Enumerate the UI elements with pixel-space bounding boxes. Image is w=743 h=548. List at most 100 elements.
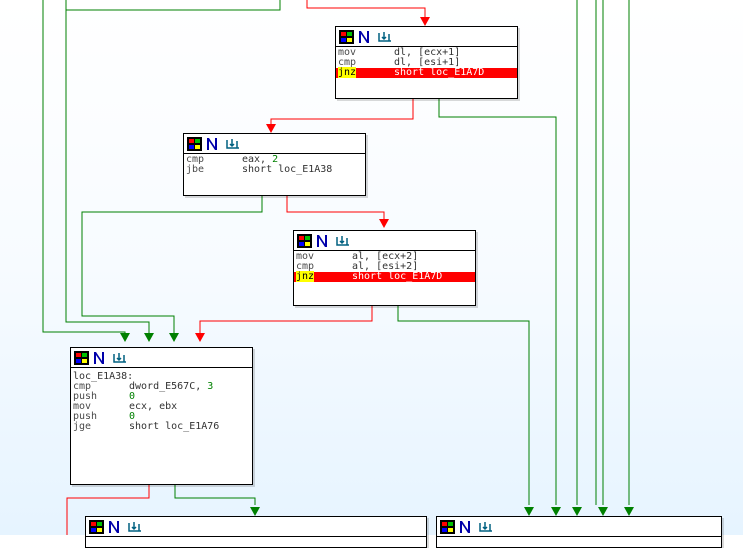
- edge-n1-to-right: [438, 97, 557, 505]
- instruction-row[interactable]: jnz short loc_E1A7D: [294, 271, 475, 282]
- n-rename-icon[interactable]: [459, 520, 474, 534]
- instruction-row[interactable]: push 0: [71, 392, 252, 402]
- edge-n2-to-n3: [286, 194, 385, 224]
- edge-left-inner-down: [65, 10, 150, 338]
- edge-left-inner: [65, 0, 281, 11]
- node-label[interactable]: loc_E1A38:: [73, 371, 134, 382]
- immediate-value: 0: [129, 411, 136, 422]
- arrow-green-n4-a: [120, 333, 130, 342]
- operands: eax, 2: [242, 154, 279, 165]
- node-header: [86, 517, 426, 537]
- n-rename-icon[interactable]: [206, 137, 221, 151]
- node-header: [336, 27, 517, 47]
- mnemonic: cmp: [296, 261, 315, 272]
- arrow-red-n4: [195, 333, 205, 342]
- true-edges: [42, 0, 630, 505]
- instruction-row[interactable]: push 0: [71, 412, 252, 422]
- mnemonic: jnz: [338, 67, 357, 78]
- mnemonic: jnz: [296, 271, 315, 282]
- operands: dword_E567C, 3: [129, 381, 214, 392]
- instruction-row[interactable]: jbe short loc_E1A38: [184, 165, 365, 175]
- n-rename-icon[interactable]: [108, 520, 123, 534]
- n-rename-icon[interactable]: [316, 234, 331, 248]
- arrow-green-n4-b: [144, 333, 154, 342]
- edge-n1-to-n2: [270, 97, 414, 129]
- arrow-green-n4-c: [169, 333, 179, 342]
- arrow-green-r5: [624, 507, 634, 516]
- graph-node-bottom-left[interactable]: [85, 516, 427, 548]
- graph-node-n1[interactable]: mov dl, [ecx+1] cmp dl, [esi+1] jnz short loc…: [335, 26, 518, 99]
- graph-layout-icon[interactable]: [127, 520, 142, 534]
- edge-n2-to-n4: [81, 194, 263, 338]
- arrow-red-n2: [266, 124, 276, 133]
- operands: dl, [ecx+1]: [394, 47, 461, 58]
- node-header: [294, 231, 475, 251]
- operands: 0: [129, 412, 135, 422]
- graph-node-n4[interactable]: loc_E1A38:cmp dword_E567C, 3 push 0 mov ecx, …: [70, 347, 253, 485]
- color-grid-icon[interactable]: [297, 233, 312, 248]
- instruction-row[interactable]: jnz short loc_E1A7D: [336, 67, 517, 78]
- graph-layout-icon[interactable]: [335, 234, 350, 248]
- graph-layout-icon[interactable]: [112, 351, 127, 365]
- color-grid-icon[interactable]: [440, 519, 455, 534]
- n-rename-icon[interactable]: [358, 30, 373, 44]
- mnemonic: mov: [338, 47, 357, 58]
- immediate-value: 2: [272, 154, 279, 165]
- operands: ecx, ebx: [129, 401, 178, 412]
- arrow-red-n1: [420, 17, 430, 26]
- n-rename-icon[interactable]: [93, 351, 108, 365]
- edge-n4-to-bottom-left: [66, 483, 150, 535]
- operands: short loc_E1A7D: [394, 67, 485, 78]
- color-grid-icon[interactable]: [339, 29, 354, 44]
- instruction-row[interactable]: mov dl, [ecx+1]: [336, 48, 517, 58]
- operands: short loc_E1A7D: [352, 271, 443, 282]
- instruction-row[interactable]: cmp al, [esi+2]: [294, 262, 475, 272]
- arrowheads: [120, 17, 634, 516]
- edge-top-to-n1: [306, 0, 426, 22]
- instruction-row[interactable]: mov ecx, ebx: [71, 402, 252, 412]
- operands: short loc_E1A38: [242, 164, 333, 175]
- immediate-value: 0: [129, 391, 136, 402]
- arrow-green-r1: [524, 507, 534, 516]
- operands: dl, [esi+1]: [394, 57, 461, 68]
- mnemonic: jbe: [186, 164, 205, 175]
- edge-left-outer: [42, 0, 126, 338]
- mnemonic: push: [73, 411, 98, 422]
- mnemonic: mov: [73, 401, 92, 412]
- instruction-row[interactable]: cmp dword_E567C, 3: [71, 382, 252, 392]
- edge-n4-to-bottom-mid: [174, 483, 256, 505]
- node-header: [437, 517, 721, 537]
- operands: 0: [129, 392, 135, 402]
- arrow-green-r3: [572, 507, 582, 516]
- mnemonic: cmp: [338, 57, 357, 68]
- mnemonic: mov: [296, 251, 315, 262]
- graph-layout-icon[interactable]: [225, 137, 240, 151]
- operands: al, [esi+2]: [352, 261, 419, 272]
- instruction-row[interactable]: cmp dl, [esi+1]: [336, 58, 517, 68]
- graph-layout-icon[interactable]: [478, 520, 493, 534]
- color-grid-icon[interactable]: [187, 136, 202, 151]
- graph-layout-icon[interactable]: [377, 30, 392, 44]
- node-header: [71, 348, 252, 368]
- node-body: loc_E1A38:cmp dword_E567C, 3 push 0 mov ecx, …: [71, 368, 252, 432]
- arrow-green-r4: [598, 507, 608, 516]
- color-grid-icon[interactable]: [89, 519, 104, 534]
- edge-n3-to-n4: [199, 304, 373, 338]
- color-grid-icon[interactable]: [74, 350, 89, 365]
- immediate-value: 3: [207, 381, 214, 392]
- mnemonic: cmp: [73, 381, 92, 392]
- graph-edges: [42, 0, 634, 535]
- mnemonic: push: [73, 391, 98, 402]
- edge-n3-to-right: [397, 304, 530, 505]
- node-body: mov dl, [ecx+1] cmp dl, [esi+1] jnz short loc…: [336, 47, 517, 78]
- arrow-green-r2: [551, 507, 561, 516]
- operands: short loc_E1A76: [129, 421, 220, 432]
- graph-node-bottom-right[interactable]: [436, 516, 722, 548]
